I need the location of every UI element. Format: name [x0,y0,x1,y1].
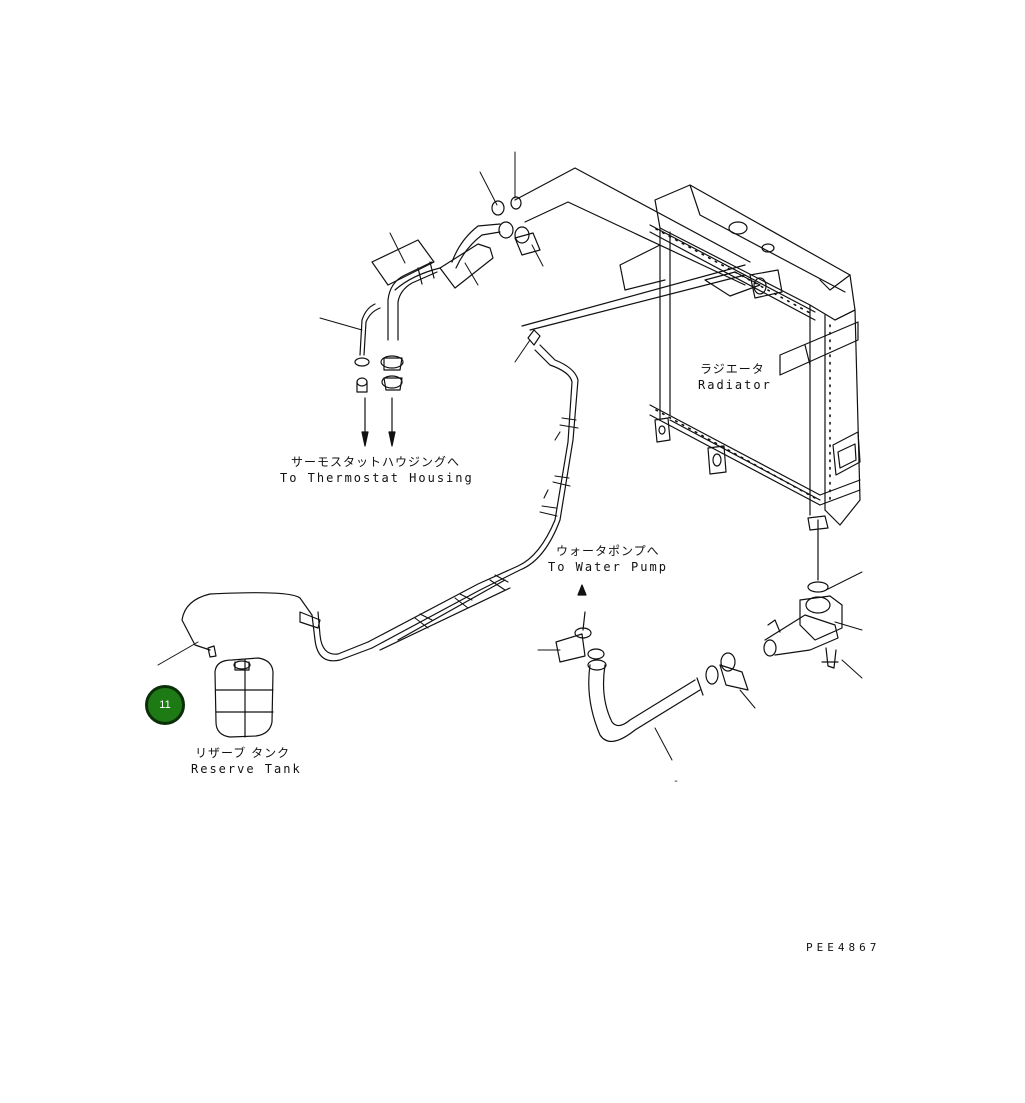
radiator-label-jp: ラジエータ [700,362,765,376]
reserve-tank-label-jp: リザーブ タンク [195,746,291,760]
water-pump-label-en: To Water Pump [548,560,668,574]
top-clamps [491,196,541,256]
radiator-pipes [514,167,751,331]
lower-hose [555,584,749,742]
radiator [619,184,861,531]
overflow-hose [181,329,579,662]
water-pump-label-jp: ウォータポンプへ [556,544,660,558]
callout-number: 11 [159,699,171,711]
reserve-tank [207,645,274,738]
water-outlet [763,519,843,669]
small-mark: - [673,776,682,787]
radiator-label-en: Radiator [698,378,772,392]
thermostat-clamps [354,355,404,447]
upper-hose [359,223,501,356]
drawing-code: PEE4867 [806,941,881,954]
leader-lines [157,151,863,761]
callout-badge[interactable]: 11 [145,685,185,725]
thermostat-label-jp: サーモスタットハウジングへ [291,455,461,469]
reserve-tank-label-en: Reserve Tank [191,762,302,776]
thermostat-label-en: To Thermostat Housing [280,471,474,485]
